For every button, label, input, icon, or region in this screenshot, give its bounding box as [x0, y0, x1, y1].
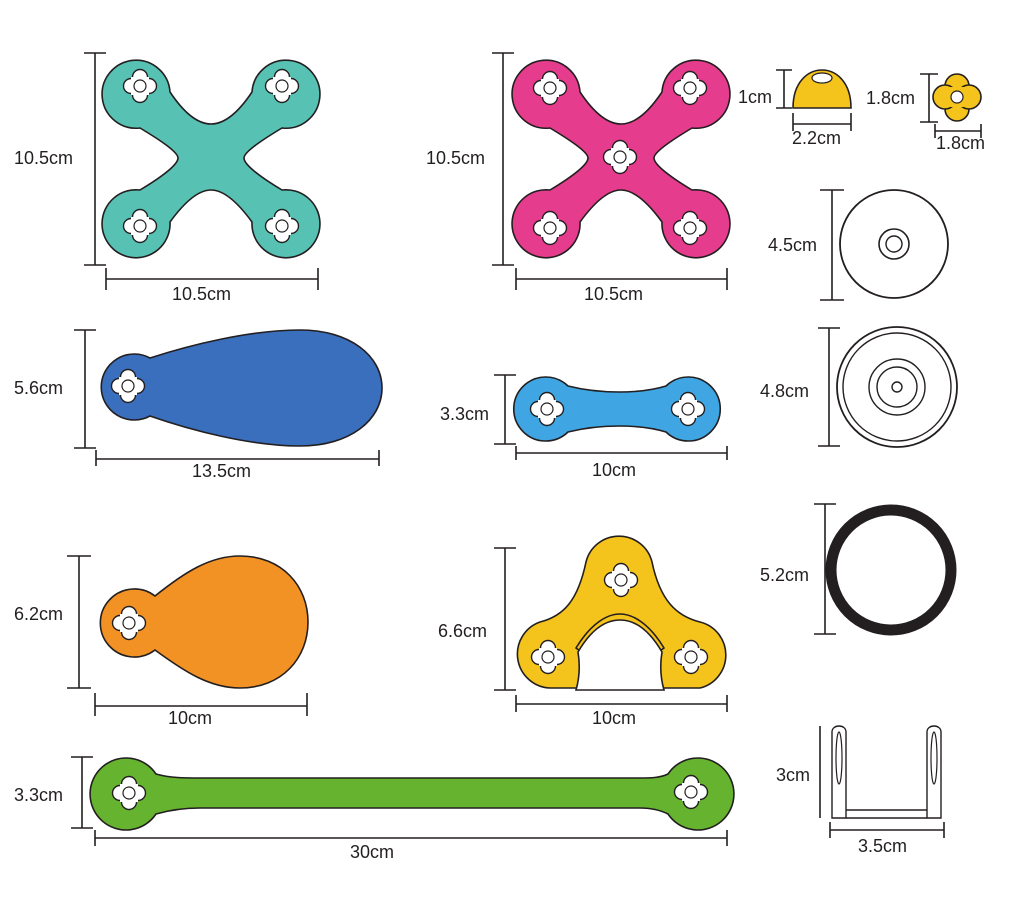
- long-link-height-label: 3.3cm: [14, 785, 63, 805]
- yellow-flower-piece: 1.8cm 1.8cm: [866, 73, 985, 153]
- teal-x-width-label: 10.5cm: [172, 284, 231, 304]
- orange-paddle-piece: 6.2cm 10cm: [14, 555, 309, 728]
- teal-x-height-label: 10.5cm: [14, 148, 73, 168]
- yellow-dome-piece: 1cm 2.2cm: [738, 69, 852, 148]
- yellow-arch-piece: 6.6cm 10cm: [438, 535, 728, 728]
- short-link-height-label: 3.3cm: [440, 404, 489, 424]
- disc-45-label: 4.5cm: [768, 235, 817, 255]
- disc-45-piece: 4.5cm: [768, 189, 949, 301]
- dome-height-label: 1cm: [738, 87, 772, 107]
- flower-width-label: 1.8cm: [936, 133, 985, 153]
- magenta-x-height-label: 10.5cm: [426, 148, 485, 168]
- clip-height-label: 3cm: [776, 765, 810, 785]
- orange-paddle-width-label: 10cm: [168, 708, 212, 728]
- arch-width-label: 10cm: [592, 708, 636, 728]
- light-blue-link-piece: 3.3cm 10cm: [440, 374, 728, 480]
- disc-48-label: 4.8cm: [760, 381, 809, 401]
- long-link-width-label: 30cm: [350, 842, 394, 862]
- blue-paddle-width-label: 13.5cm: [192, 461, 251, 481]
- short-link-width-label: 10cm: [592, 460, 636, 480]
- teal-x-piece: 10.5cm 10.5cm: [14, 52, 321, 304]
- flower-height-label: 1.8cm: [866, 88, 915, 108]
- green-long-link-piece: 3.3cm 30cm: [14, 756, 735, 862]
- orange-paddle-height-label: 6.2cm: [14, 604, 63, 624]
- clip-width-label: 3.5cm: [858, 836, 907, 856]
- ring-52-piece: 5.2cm: [760, 503, 957, 636]
- blue-paddle-piece: 5.6cm 13.5cm: [14, 329, 383, 481]
- magenta-x-piece: 10.5cm 10.5cm: [426, 52, 731, 304]
- arch-height-label: 6.6cm: [438, 621, 487, 641]
- clip-piece: 3cm 3.5cm: [776, 725, 945, 856]
- magenta-x-width-label: 10.5cm: [584, 284, 643, 304]
- blue-paddle-height-label: 5.6cm: [14, 378, 63, 398]
- disc-48-piece: 4.8cm: [760, 326, 958, 448]
- ring-52-label: 5.2cm: [760, 565, 809, 585]
- dome-width-label: 2.2cm: [792, 128, 841, 148]
